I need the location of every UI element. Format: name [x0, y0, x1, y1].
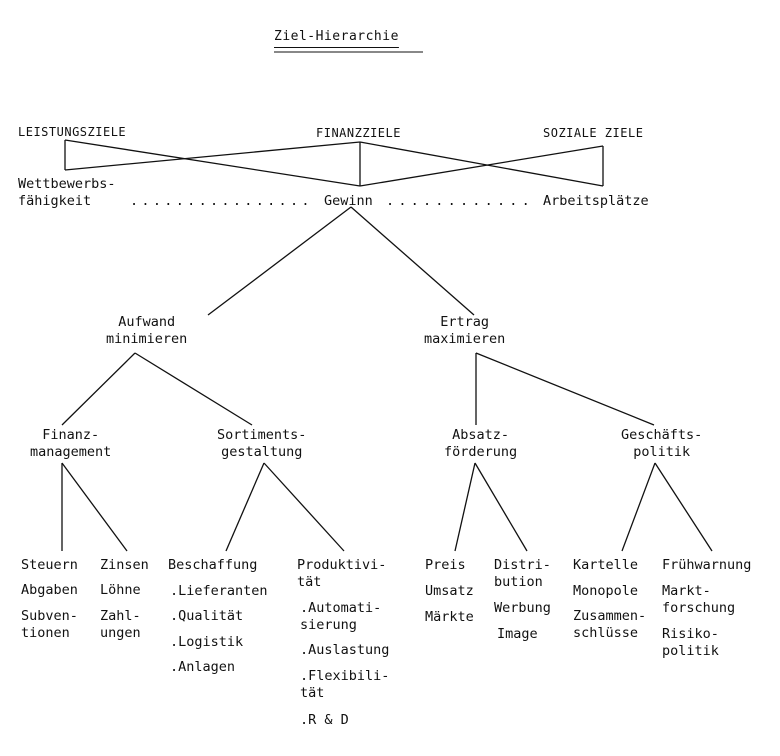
leaf-preis: Preis — [425, 557, 466, 573]
sortiment-to-beschaffung — [225, 462, 265, 552]
absatz-to-distribution — [474, 462, 528, 552]
leistung-to-finanz-top — [64, 139, 361, 187]
leaf-risikopolitik: Risiko- politik — [662, 626, 719, 659]
leaf-werbung: Werbung — [494, 600, 551, 616]
node-ertrag-maximieren: Ertrag maximieren — [424, 314, 506, 347]
goal-soziale-ziele: SOZIALE ZIELE — [543, 126, 644, 140]
leaf-maerkte: Märkte — [425, 609, 474, 625]
leaf-logistik: .Logistik — [170, 634, 244, 650]
leaf-abgaben: Abgaben — [21, 582, 78, 598]
diagram-title: Ziel-Hierarchie — [274, 29, 399, 44]
node-finanzmanagement: Finanz- management — [30, 427, 112, 460]
node-geschaeftspolitik: Geschäfts- politik — [621, 427, 703, 460]
leaf-anlagen: .Anlagen — [170, 659, 236, 675]
leaf-image: Image — [497, 626, 538, 642]
leaf-umsatz: Umsatz — [425, 583, 474, 599]
leaf-loehne: Löhne — [100, 582, 141, 598]
leaf-zusammenschluesse: Zusammen- schlüsse — [573, 608, 647, 641]
leistung-to-finanz-bottom — [64, 141, 361, 171]
leaf-qualitaet: .Qualität — [170, 608, 244, 624]
gewinn-to-aufwand — [207, 206, 352, 316]
aufwand-to-sortiment — [134, 352, 253, 426]
leaf-lieferanten: .Lieferanten — [170, 583, 268, 599]
sortiment-to-produktivitaet — [263, 462, 345, 552]
leaf-kartelle: Kartelle — [573, 557, 639, 573]
gewinn-to-ertrag — [350, 206, 475, 316]
leaf-beschaffung: Beschaffung — [168, 557, 258, 573]
goal-arbeitsplaetze: Arbeitsplätze — [543, 193, 649, 209]
node-sortimentsgestaltung: Sortiments- gestaltung — [217, 427, 307, 460]
leaf-distribution: Distri- bution — [494, 557, 551, 590]
leaf-zinsen: Zinsen — [100, 557, 149, 573]
node-absatzfoerderung: Absatz- förderung — [444, 427, 518, 460]
ertrag-to-geschaeft — [475, 352, 655, 426]
finanz-to-sozial-bottom — [359, 145, 604, 187]
goal-gewinn: Gewinn — [324, 193, 373, 209]
finanz-to-zinsen — [61, 462, 128, 552]
leaf-flexibilitaet: .Flexibili- tät — [300, 668, 390, 701]
dotted-leader-left: ................ — [130, 193, 313, 209]
leaf-fruehwarnung: Frühwarnung — [662, 557, 752, 573]
dotted-leader-right: ............ — [386, 193, 534, 209]
leaf-subventionen: Subven- tionen — [21, 608, 78, 641]
leaf-marktforschung: Markt- forschung — [662, 583, 736, 616]
leaf-monopole: Monopole — [573, 583, 639, 599]
geschaeft-to-fruehwarnung — [654, 462, 713, 552]
absatz-to-preis — [454, 462, 476, 552]
goal-leistungsziele: LEISTUNGSZIELE — [18, 125, 127, 139]
leaf-r-and-d: .R & D — [300, 712, 349, 728]
goal-finanzziele: FINANZZIELE — [316, 126, 401, 140]
goal-wettbewerbsfaehigkeit: Wettbewerbs- fähigkeit — [18, 176, 116, 209]
leaf-produktivitaet: Produktivi- tät — [297, 557, 387, 590]
leaf-zahlungen: Zahl- ungen — [100, 608, 141, 641]
aufwand-to-finanz — [61, 352, 136, 426]
node-aufwand-minimieren: Aufwand minimieren — [106, 314, 188, 347]
leaf-auslastung: .Auslastung — [300, 642, 390, 658]
leaf-steuern: Steuern — [21, 557, 78, 573]
leaf-automatisierung: .Automati- sierung — [300, 600, 382, 633]
geschaeft-to-kartelle — [621, 462, 656, 552]
finanz-to-sozial-top — [359, 141, 604, 187]
